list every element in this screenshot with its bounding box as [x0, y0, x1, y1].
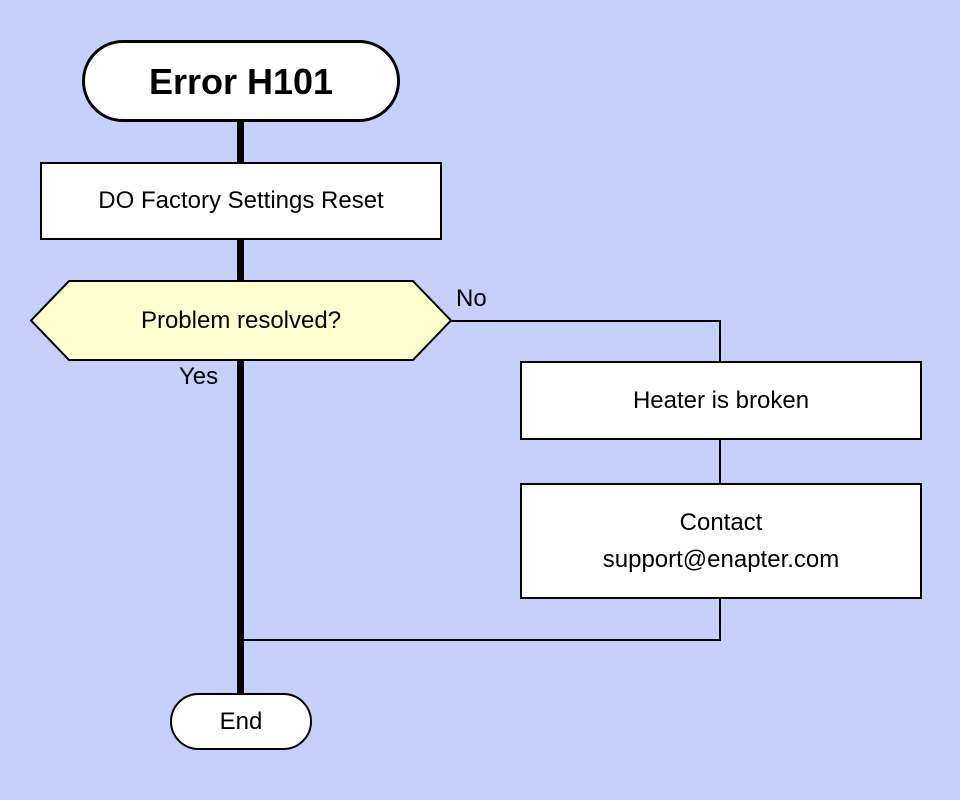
start-node-label: Error H101 [148, 60, 334, 102]
edge-contact-down [719, 598, 721, 641]
start-node-error-h101: Error H101 [82, 40, 400, 122]
end-node-label: End [219, 707, 263, 735]
process-node-label: DO Factory Settings Reset [98, 187, 384, 214]
edge-label-yes: Yes [179, 363, 219, 390]
edge-process-to-decision [237, 238, 244, 284]
contact-node-line2: support@enapter.com [602, 546, 840, 573]
edge-decision-to-end [237, 358, 244, 695]
edge-return-to-main [241, 639, 721, 641]
process-node-contact-support: Contact support@enapter.com [520, 483, 922, 599]
edge-start-to-process [237, 119, 244, 164]
decision-hexagon-shape [30, 280, 452, 361]
edge-label-no: No [456, 285, 487, 312]
decision-node-label: Problem resolved? [140, 306, 342, 334]
decision-node-problem-resolved: Problem resolved? [30, 280, 452, 361]
process-node-factory-reset: DO Factory Settings Reset [40, 162, 442, 240]
edge-no-vertical [719, 320, 721, 362]
contact-node-line1: Contact [679, 509, 763, 536]
edge-no-horizontal [450, 320, 721, 322]
heater-node-label: Heater is broken [632, 386, 810, 414]
end-node: End [170, 693, 312, 750]
process-node-heater-broken: Heater is broken [520, 361, 922, 440]
edge-heater-to-contact [719, 439, 721, 485]
